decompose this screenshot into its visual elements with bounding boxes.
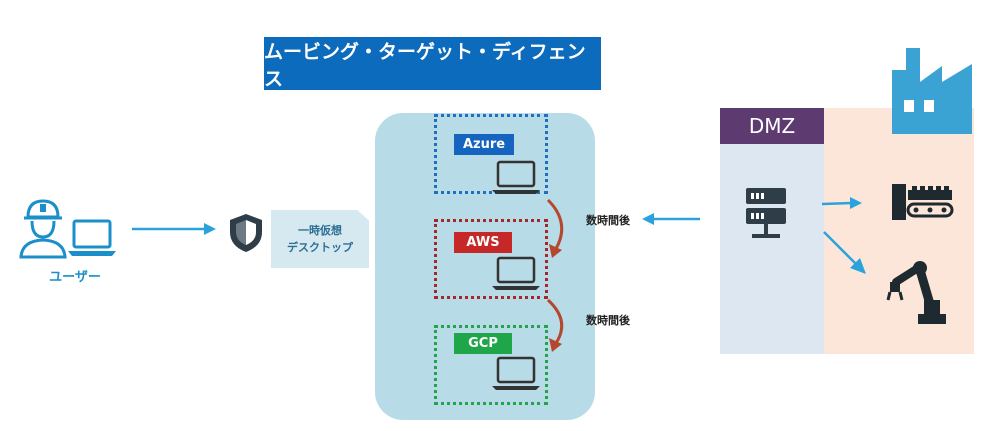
gcp-environment (434, 325, 548, 405)
laptop-icon (492, 356, 540, 390)
gcp-label: GCP (454, 333, 512, 354)
laptop-icon (492, 160, 540, 194)
factory-icon (892, 48, 972, 134)
server-icon (746, 188, 786, 238)
vdi-line2: デスクトップ (287, 241, 353, 254)
vdi-line1: 一時仮想 (298, 224, 342, 237)
aws-label: AWS (454, 232, 512, 253)
diagram-title: ムービング・ターゲット・ディフェンス (264, 37, 601, 90)
dmz-label: DMZ (720, 108, 824, 144)
temporary-virtual-desktop: 一時仮想 デスクトップ (271, 210, 369, 268)
rotation-label: 数時間後 (586, 214, 630, 227)
rotation-label: 数時間後 (586, 314, 630, 327)
robot-arm-icon (886, 261, 946, 324)
laptop-icon (68, 219, 116, 256)
arrow-dmz-to-robot (823, 231, 866, 274)
aws-environment (434, 219, 548, 299)
arrow-dmz-to-cloud (642, 213, 700, 225)
worker-icon (19, 199, 67, 259)
conveyor-machine-icon (892, 184, 954, 220)
factory-zone (824, 108, 974, 354)
user-label: ユーザー (49, 270, 101, 285)
arrow-user-to-shield (132, 223, 216, 235)
azure-environment (434, 114, 548, 194)
rotation-arrow-azure-to-aws (546, 198, 564, 258)
azure-label: Azure (454, 134, 514, 155)
rotation-arrow-aws-to-gcp (546, 298, 564, 352)
dmz-zone (720, 108, 824, 354)
cloud-panel (375, 113, 595, 420)
shield-icon (230, 214, 262, 252)
laptop-icon (492, 256, 540, 290)
arrow-dmz-to-conveyor (821, 197, 862, 209)
